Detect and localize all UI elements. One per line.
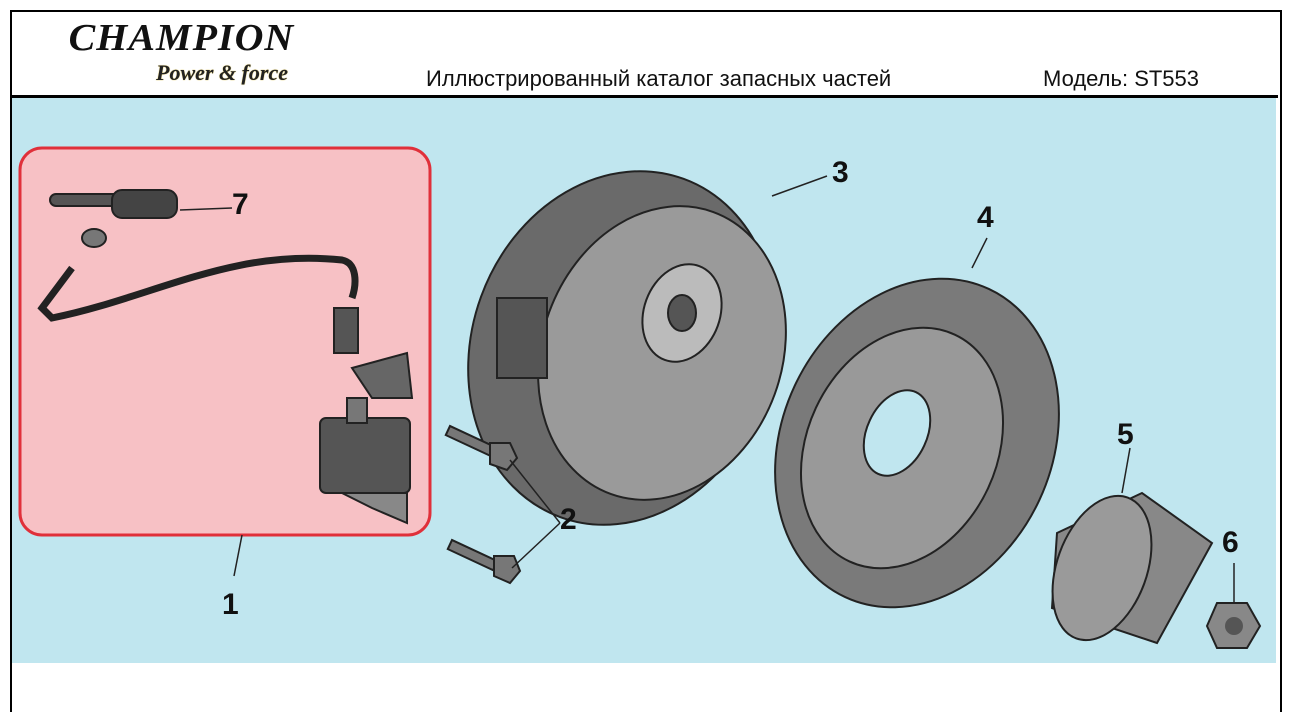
page-title: Иллюстрированный каталог запасных частей bbox=[426, 66, 892, 91]
callout-2: 2 bbox=[560, 503, 577, 536]
callout-6: 6 bbox=[1222, 526, 1239, 559]
page-frame bbox=[10, 10, 1282, 712]
header-divider bbox=[12, 95, 1278, 98]
parts-illustration bbox=[18, 146, 1262, 649]
spark-plug-cap bbox=[49, 189, 178, 248]
callout-4: 4 bbox=[977, 201, 994, 234]
cooling-fan bbox=[774, 277, 1060, 609]
ignition-coil bbox=[319, 351, 414, 525]
callout-1: 1 bbox=[222, 588, 239, 621]
flywheel bbox=[467, 170, 787, 526]
starter-cup bbox=[1050, 491, 1214, 645]
logo-tagline: Power & force bbox=[156, 60, 288, 85]
coil-bolts bbox=[444, 424, 522, 585]
champion-logo: CHAMPION Power & force bbox=[69, 16, 294, 85]
logo-brand: CHAMPION bbox=[68, 17, 295, 59]
exploded-diagram: 7 1 2 3 4 5 6 bbox=[12, 98, 1276, 663]
callout-3: 3 bbox=[832, 156, 849, 189]
ht-lead bbox=[37, 254, 359, 322]
callout-7: 7 bbox=[232, 188, 249, 221]
model-label: Модель: ST553 bbox=[1043, 66, 1200, 91]
callout-5: 5 bbox=[1117, 418, 1134, 451]
leader-lines bbox=[179, 175, 1235, 603]
